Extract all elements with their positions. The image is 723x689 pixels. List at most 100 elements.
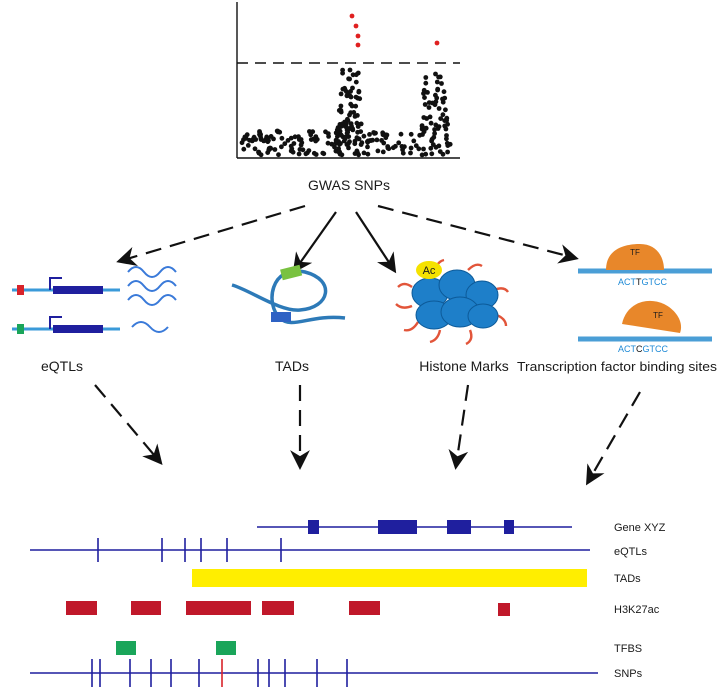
gwas-point [423,75,429,80]
gwas-point [356,152,361,158]
gwas-point [345,141,351,147]
gwas-point [349,123,354,129]
tfbs-sequence-1: ACTTGTCC [618,277,667,287]
gwas-point [434,79,440,85]
gwas-point [292,134,298,140]
gwas-point [432,131,437,136]
tad-label: TADs [275,358,309,374]
gwas-point [265,150,271,156]
gwas-point [313,152,319,157]
top-arrows [116,204,579,274]
gwas-point [355,42,361,48]
tfbs-icon [578,244,712,342]
gwas-point [308,132,314,138]
gwas-point [353,79,359,85]
gwas-point [444,118,449,123]
gwas-point [429,151,435,157]
gwas-point [288,135,294,141]
gwas-point [440,99,446,105]
track-label-h3k27ac: H3K27ac [614,604,660,616]
arrow-eqtl-down [94,384,163,466]
gwas-point [355,129,360,135]
gwas-point [367,132,372,137]
gwas-point [422,102,428,107]
gwas-point [345,116,350,122]
gwas-point [271,136,276,142]
gwas-point [439,81,444,86]
gwas-point [421,115,427,120]
gwas-point [393,143,398,149]
gwas-point [332,144,337,150]
track-label-eqtl: eQTLs [614,546,648,558]
gwas-point [441,89,447,95]
gwas-point [267,145,273,151]
gwas-point [411,138,417,144]
genome-tracks [30,520,598,687]
track-tad [192,569,587,587]
gwas-point [335,149,341,155]
gwas-point [436,74,441,80]
tf-label-1: TF [630,248,640,257]
gwas-point [365,151,371,157]
gwas-point [361,150,367,156]
gwas-point [398,131,404,137]
gwas-point [241,146,247,152]
gwas-point [379,138,384,143]
gwas-point [358,142,364,148]
gwas-point [353,103,359,109]
gwas-point [291,141,297,146]
gwas-point [353,72,359,78]
gwas-point [428,120,434,126]
gwas-point [370,137,375,143]
gwas-point [361,133,367,139]
arrow-to-tfbs [377,204,579,264]
gwas-point [430,100,435,106]
gwas-point [342,136,348,141]
gwas-point [252,146,258,152]
gwas-point [444,136,449,142]
gwas-point [421,87,427,93]
gwas-point [428,145,434,151]
gwas-point [430,142,436,148]
gwas-point [297,147,303,152]
gwas-point [396,140,402,146]
gwas-point [423,151,429,157]
gwas-point [380,132,386,138]
gwas-point [443,107,448,113]
gwas-point [436,143,442,149]
gwas-point [417,132,423,138]
gwas-point [338,91,344,97]
histone-icon [395,258,509,346]
histone-label: Histone Marks [419,358,508,374]
gwas-point [347,67,353,73]
arrow-to-tad [292,211,337,274]
gwas-point [251,134,257,140]
gwas-point [323,129,328,135]
gwas-point [344,124,349,130]
acetyl-label: Ac [423,265,436,277]
gwas-point [365,144,370,150]
gwas-point [338,132,344,138]
gwas-point [371,130,377,135]
gwas-point [353,23,359,29]
gwas-point [257,132,262,137]
gwas-point [333,137,339,143]
gwas-point [338,109,344,115]
gwas-point [442,95,448,101]
track-tfbs [116,641,236,655]
gwas-point [408,131,414,137]
gwas-point [352,114,358,119]
gwas-point [245,143,251,148]
gwas-point [426,105,432,110]
gwas-point [311,136,316,142]
arrow-to-histone [355,211,397,274]
gwas-point [340,86,346,92]
gwas-point [347,76,352,82]
gwas-point [419,123,425,128]
gwas-point [242,134,248,140]
gwas-point [298,137,304,142]
tf-label-2: TF [653,311,663,320]
gwas-point [384,132,390,138]
track-label-tfbs: TFBS [614,643,642,655]
lower-arrows [94,384,641,486]
